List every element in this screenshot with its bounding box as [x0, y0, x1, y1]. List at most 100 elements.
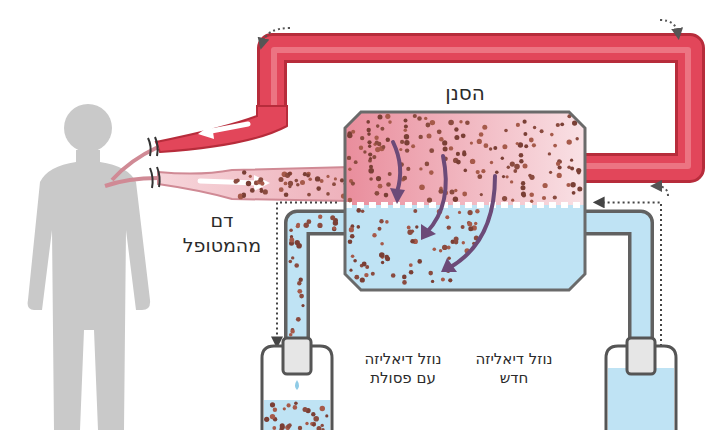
particle [367, 140, 371, 144]
particles [289, 215, 339, 350]
particle [379, 252, 385, 258]
particle [364, 273, 368, 277]
particle [368, 152, 372, 156]
particle [249, 175, 252, 178]
particle [507, 166, 510, 169]
particle [284, 192, 289, 197]
particle [347, 156, 351, 160]
particle [419, 185, 425, 191]
particle [489, 147, 492, 150]
particle [402, 275, 407, 280]
particle [430, 120, 435, 125]
particle [404, 125, 408, 129]
particle [300, 180, 305, 185]
particle [556, 162, 560, 166]
particle [372, 155, 376, 159]
particle [242, 194, 246, 198]
particle [417, 116, 422, 121]
particle [287, 403, 291, 407]
particle [482, 125, 487, 130]
particle [384, 255, 389, 260]
blood-chamber [345, 112, 585, 205]
particle [462, 152, 467, 157]
particle [442, 140, 447, 145]
particle [450, 189, 455, 194]
particle [475, 209, 479, 213]
diffusion-arrow-head [390, 188, 457, 272]
particle [465, 120, 470, 125]
particle [353, 259, 357, 263]
particle [289, 228, 293, 232]
particle [297, 281, 301, 285]
particle [381, 261, 384, 264]
particle [330, 215, 335, 220]
particle [410, 239, 414, 243]
flow-arrow [277, 202, 337, 346]
particle [357, 225, 361, 229]
particle [529, 138, 534, 143]
particle [375, 191, 380, 196]
particle [454, 189, 457, 192]
particle [579, 116, 582, 119]
particle [385, 220, 389, 224]
particle [484, 143, 489, 148]
particle [419, 135, 423, 139]
tube-clamp [148, 137, 160, 188]
membrane [345, 202, 585, 208]
particle [560, 122, 564, 126]
particle [365, 265, 369, 269]
particle [439, 249, 442, 252]
dialysate-tube [277, 202, 345, 358]
particle [305, 422, 308, 425]
bottle-cap [627, 338, 655, 374]
particle [372, 233, 376, 237]
particle [349, 269, 352, 272]
particle [462, 241, 465, 244]
particle [502, 196, 507, 201]
diffusion-arrow [393, 142, 495, 268]
particle [514, 164, 520, 170]
particle [443, 147, 448, 152]
particle [386, 138, 390, 142]
particle [530, 200, 533, 203]
particle [308, 178, 312, 182]
particle [307, 219, 312, 224]
particle [464, 169, 468, 173]
particle [543, 183, 548, 188]
particle [291, 256, 294, 259]
particle [242, 170, 246, 174]
particle [382, 145, 386, 149]
particle [332, 227, 337, 232]
blood-particles [234, 170, 348, 199]
particle [296, 317, 301, 322]
particle [303, 407, 308, 412]
particle [294, 402, 298, 406]
particle [315, 176, 320, 181]
particle [354, 160, 358, 164]
particle [549, 171, 552, 174]
particle [366, 120, 370, 124]
particle [511, 199, 514, 202]
particle [572, 191, 576, 195]
particle [296, 224, 300, 228]
particle [234, 179, 239, 184]
particle [433, 248, 437, 252]
particles [264, 402, 328, 430]
particle [279, 177, 284, 182]
particle [378, 184, 383, 189]
particle [380, 242, 384, 246]
particle [378, 227, 382, 231]
particle [519, 153, 524, 158]
flow-arrow-head [254, 175, 270, 191]
particle [303, 172, 307, 176]
particle [570, 159, 573, 162]
particle [453, 197, 458, 202]
particle [348, 239, 353, 244]
particle [289, 333, 293, 337]
fresh-bottle-shape [602, 338, 680, 430]
particle [523, 164, 528, 169]
particle [321, 424, 324, 427]
particle [428, 271, 433, 276]
particle [566, 183, 570, 187]
